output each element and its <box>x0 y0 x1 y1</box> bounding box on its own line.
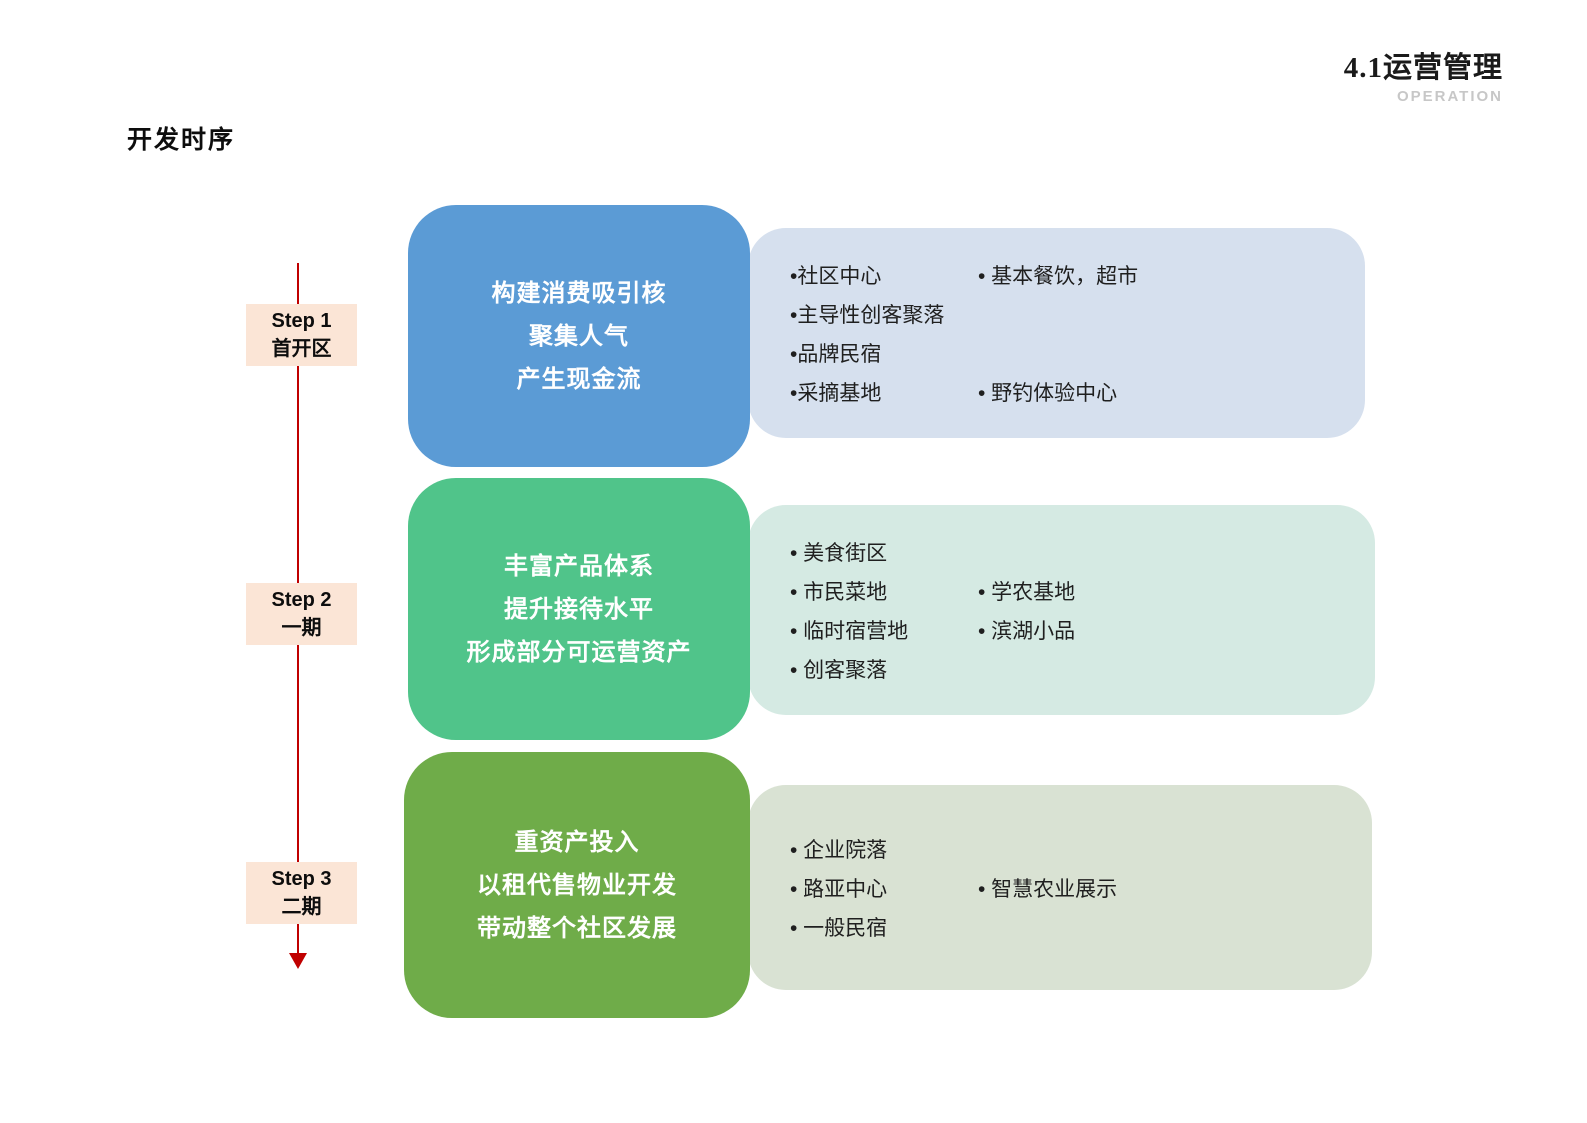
detail-item: •品牌民宿 <box>790 342 882 366</box>
detail-item: • 一般民宿 <box>790 916 888 940</box>
step-phase: 首开区 <box>271 338 332 360</box>
step-label-3: Step 3 二期 <box>246 862 357 924</box>
detail-item: •主导性创客聚落 <box>790 303 945 327</box>
detail-row: • 一般民宿 <box>790 907 1372 946</box>
goal-line: 丰富产品体系 <box>504 552 654 580</box>
step-label-2: Step 2 一期 <box>246 583 357 645</box>
detail-box-step3: • 企业院落 • 路亚中心 • 智慧农业展示 • 一般民宿 <box>748 785 1372 990</box>
step-phase: 一期 <box>281 617 322 639</box>
detail-item: • 临时宿营地 <box>790 619 909 643</box>
page-title: 开发时序 <box>127 126 236 154</box>
detail-row: • 创客聚落 <box>790 649 1375 688</box>
goal-line: 聚集人气 <box>529 322 629 350</box>
detail-item: • 野钓体验中心 <box>978 381 1118 405</box>
step-number: Step 1 <box>271 310 332 332</box>
section-title: 4.1运营管理 <box>1343 52 1503 84</box>
detail-item: •社区中心 <box>790 264 882 288</box>
detail-item: • 创客聚落 <box>790 658 888 682</box>
detail-item: • 学农基地 <box>978 580 1076 604</box>
step-number: Step 2 <box>271 589 332 611</box>
goal-line: 重资产投入 <box>514 828 640 856</box>
step-phase: 二期 <box>281 896 322 918</box>
detail-item: • 美食街区 <box>790 541 888 565</box>
detail-item: •采摘基地 <box>790 381 882 405</box>
detail-row: • 路亚中心 • 智慧农业展示 <box>790 868 1372 907</box>
detail-row: •主导性创客聚落 <box>790 294 1365 333</box>
detail-row: • 企业院落 <box>790 829 1372 868</box>
detail-item: • 基本餐饮，超市 <box>978 264 1139 288</box>
goal-box-step3: 重资产投入 以租代售物业开发 带动整个社区发展 <box>404 752 750 1018</box>
goal-line: 产生现金流 <box>516 365 642 393</box>
detail-item: • 路亚中心 <box>790 877 888 901</box>
goal-line: 提升接待水平 <box>504 595 654 623</box>
goal-line: 构建消费吸引核 <box>491 279 667 307</box>
detail-item: • 滨湖小品 <box>978 619 1076 643</box>
detail-row: •采摘基地 • 野钓体验中心 <box>790 372 1365 411</box>
detail-box-step1: •社区中心 • 基本餐饮，超市 •主导性创客聚落 •品牌民宿 •采摘基地 • 野… <box>748 228 1365 438</box>
detail-box-step2: • 美食街区 • 市民菜地 • 学农基地 • 临时宿营地 • 滨湖小品 • 创客… <box>748 505 1375 715</box>
detail-row: •社区中心 • 基本餐饮，超市 <box>790 255 1365 294</box>
goal-line: 形成部分可运营资产 <box>466 638 692 666</box>
detail-row: • 临时宿营地 • 滨湖小品 <box>790 610 1375 649</box>
step-label-1: Step 1 首开区 <box>246 304 357 366</box>
detail-row: • 市民菜地 • 学农基地 <box>790 571 1375 610</box>
detail-item: • 智慧农业展示 <box>978 877 1118 901</box>
goal-box-step1: 构建消费吸引核 聚集人气 产生现金流 <box>408 205 750 467</box>
goal-line: 以租代售物业开发 <box>477 871 677 899</box>
section-subtitle: OPERATION <box>1396 88 1503 105</box>
detail-row: • 美食街区 <box>790 532 1375 571</box>
detail-item: • 企业院落 <box>790 838 888 862</box>
detail-row: •品牌民宿 <box>790 333 1365 372</box>
detail-item: • 市民菜地 <box>790 580 888 604</box>
goal-box-step2: 丰富产品体系 提升接待水平 形成部分可运营资产 <box>408 478 750 740</box>
arrow-down-icon <box>289 953 307 969</box>
goal-line: 带动整个社区发展 <box>477 914 677 942</box>
step-number: Step 3 <box>271 868 332 890</box>
